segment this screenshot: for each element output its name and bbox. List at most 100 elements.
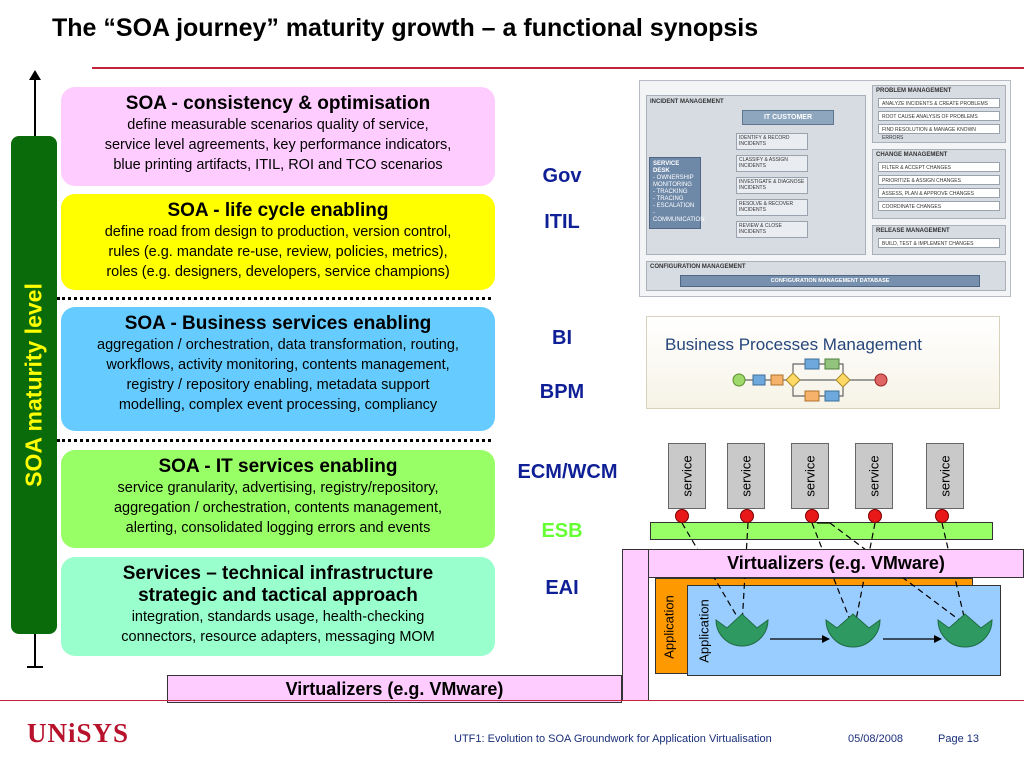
problem-item: ANALYZE INCIDENTS & CREATE PROBLEMS <box>878 98 1000 108</box>
change-item: ASSESS, PLAN & APPROVE CHANGES <box>878 188 1000 198</box>
box-line: registry / repository enabling, metadata… <box>126 377 430 393</box>
label-eai: EAI <box>545 577 579 599</box>
service-label: service <box>866 455 882 497</box>
incident-step: CLASSIFY & ASSIGN INCIDENTS <box>736 155 808 172</box>
box-line: service granularity, advertising, regist… <box>117 480 439 496</box>
it-customer-box: IT CUSTOMER <box>742 110 834 125</box>
incident-step: IDENTIFY & RECORD INCIDENTS <box>736 133 808 150</box>
application-label: Application <box>696 599 712 663</box>
level-separator-lower <box>57 439 491 442</box>
unisys-logo: UNiSYS <box>27 718 130 748</box>
box-line: workflows, activity monitoring, contents… <box>106 357 450 373</box>
application-layer-front: Application <box>687 585 1001 676</box>
change-item: PRIORITIZE & ASSIGN CHANGES <box>878 175 1000 185</box>
problem-item: ROOT CAUSE ANALYSIS OF PROBLEMS <box>878 111 1000 121</box>
level-separator-upper <box>57 297 491 300</box>
esb-bar <box>650 522 993 540</box>
box-line: aggregation / orchestration, data transf… <box>97 337 459 353</box>
application-label: Application <box>661 595 677 659</box>
service-connector-dot <box>868 509 882 523</box>
service-connector-dot <box>675 509 689 523</box>
problem-item: FIND RESOLUTION & MANAGE KNOWN ERRORS <box>878 124 1000 141</box>
virtualizer-connector <box>622 549 649 701</box>
box-line: modelling, complex event processing, com… <box>118 397 438 413</box>
box-title: Services – technical infrastructure <box>122 563 434 584</box>
service-label: service <box>679 455 695 497</box>
itil-process-diagram: INCIDENT MANAGEMENT IT CUSTOMER SERVICE … <box>639 80 1011 297</box>
label-itil: ITIL <box>544 211 580 233</box>
box-line: alerting, consolidated logging errors an… <box>125 520 431 536</box>
box-title: SOA - life cycle enabling <box>167 200 389 221</box>
box-title: SOA - IT services enabling <box>158 456 398 477</box>
service-block: service <box>668 443 706 509</box>
service-label: service <box>937 455 953 497</box>
box-line: define road from design to production, v… <box>104 224 452 240</box>
service-block: service <box>855 443 893 509</box>
footer-page-number: Page 13 <box>938 733 979 745</box>
virtualizers-bottom: Virtualizers (e.g. VMware) <box>167 675 622 703</box>
incident-step: RESOLVE & RECOVER INCIDENTS <box>736 199 808 216</box>
box-title: SOA - consistency & optimisation <box>125 93 431 114</box>
incident-step: INVESTIGATE & DIAGNOSE INCIDENTS <box>736 177 808 194</box>
service-desk-item: - COMMUNICATION <box>653 210 705 223</box>
bpm-process-image: Business Processes Management <box>646 316 1000 409</box>
service-desk-box: SERVICE DESK - OWNERSHIP MONITORING - TR… <box>649 157 705 229</box>
maturity-level-label: SOA maturity level <box>20 283 47 487</box>
page-title: The “SOA journey” maturity growth – a fu… <box>52 14 759 42</box>
box-life-cycle-enabling: SOA - life cycle enabling define road fr… <box>61 194 495 290</box>
box-title: SOA - Business services enabling <box>124 313 432 334</box>
box-title: strategic and tactical approach <box>138 585 418 606</box>
label-gov: Gov <box>542 165 582 187</box>
axis-bottom-tick <box>27 666 43 668</box>
service-desk-item: - OWNERSHIP <box>653 175 694 181</box>
box-technical-infrastructure: Services – technical infrastructure stra… <box>61 557 495 656</box>
release-item: BUILD, TEST & IMPLEMENT CHANGES <box>878 238 1000 248</box>
footer-presentation-title: UTF1: Evolution to SOA Groundwork for Ap… <box>454 733 772 745</box>
box-business-services-enabling: SOA - Business services enabling aggrega… <box>61 307 495 431</box>
box-line: roles (e.g. designers, developers, servi… <box>106 264 450 280</box>
box-line: define measurable scenarios quality of s… <box>127 117 429 133</box>
service-block: service <box>727 443 765 509</box>
label-ecm-wcm: ECM/WCM <box>517 461 618 483</box>
box-it-services-enabling: SOA - IT services enabling service granu… <box>61 450 495 548</box>
release-management-label: RELEASE MANAGEMENT <box>876 228 950 234</box>
service-desk-item: - TRACKING <box>653 189 688 195</box>
cmdb-box: CONFIGURATION MANAGEMENT DATABASE <box>680 275 980 287</box>
bpm-flow-graphic <box>732 358 888 402</box>
change-item: COORDINATE CHANGES <box>878 201 1000 211</box>
box-line: blue printing artifacts, ITIL, ROI and T… <box>113 157 443 173</box>
box-line: rules (e.g. mandate re-use, review, poli… <box>108 244 448 260</box>
box-line: aggregation / orchestration, contents ma… <box>113 500 443 516</box>
service-block: service <box>926 443 964 509</box>
maturity-level-bar <box>11 136 57 634</box>
service-desk-title: SERVICE DESK <box>653 161 680 174</box>
axis-arrow-up-icon <box>29 70 41 80</box>
box-consistency-optimisation: SOA - consistency & optimisation define … <box>61 87 495 186</box>
incident-step: REVIEW & CLOSE INCIDENTS <box>736 221 808 238</box>
box-line: service level agreements, key performanc… <box>104 137 452 153</box>
service-desk-item: MONITORING <box>653 182 692 188</box>
problem-management-label: PROBLEM MANAGEMENT <box>876 88 952 94</box>
change-management-label: CHANGE MANAGEMENT <box>876 152 948 158</box>
label-bi: BI <box>552 327 572 349</box>
title-divider <box>92 67 1024 69</box>
service-block: service <box>791 443 829 509</box>
service-connector-dot <box>740 509 754 523</box>
service-label: service <box>738 455 754 497</box>
change-item: FILTER & ACCEPT CHANGES <box>878 162 1000 172</box>
bpm-image-title: Business Processes Management <box>665 335 923 354</box>
footer-date: 05/08/2008 <box>848 733 904 745</box>
service-desk-item: - TRACING <box>653 196 684 202</box>
configuration-management-label: CONFIGURATION MANAGEMENT <box>650 264 746 270</box>
label-esb: ESB <box>541 520 583 542</box>
box-line: integration, standards usage, health-che… <box>131 609 425 625</box>
virtualizers-right: Virtualizers (e.g. VMware) <box>648 549 1024 578</box>
box-line: connectors, resource adapters, messaging… <box>121 629 435 645</box>
footer-divider <box>0 700 1024 701</box>
service-desk-item: - ESCALATION <box>653 203 695 209</box>
service-connector-dot <box>805 509 819 523</box>
label-bpm: BPM <box>539 381 585 403</box>
incident-management-label: INCIDENT MANAGEMENT <box>650 99 724 105</box>
service-label: service <box>802 455 818 497</box>
service-connector-dot <box>935 509 949 523</box>
